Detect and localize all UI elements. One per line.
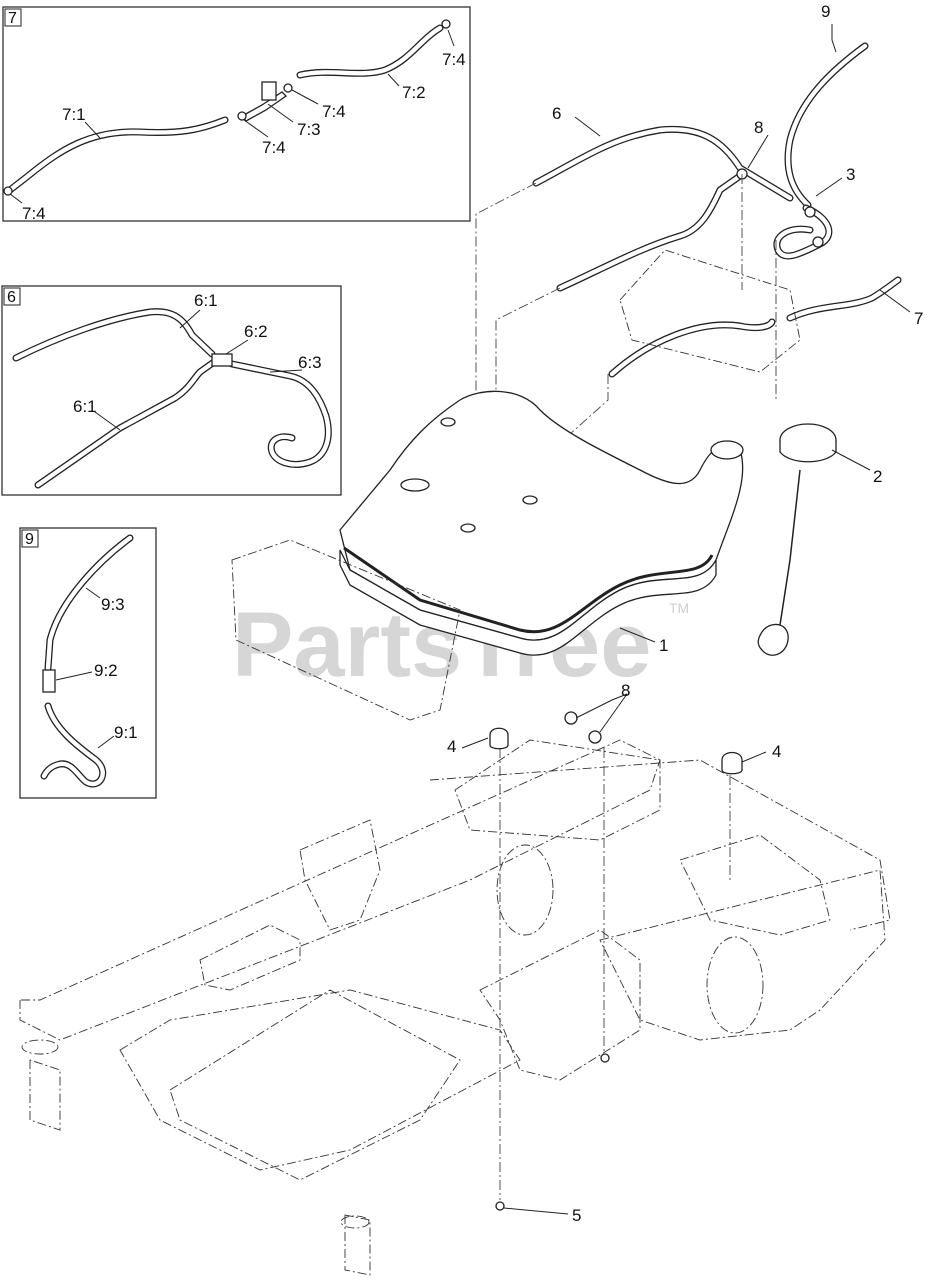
fuel-tank [339, 390, 744, 656]
inset-9-id-box [21, 529, 39, 548]
tank-fitting-icon [460, 523, 476, 533]
label-7-1: 7:1 [62, 105, 86, 124]
chassis-frame-ghost [19, 739, 891, 1276]
inset-6: 6 6:1 6:2 6:3 6:1 [1, 285, 342, 496]
label-6-2: 6:2 [244, 322, 268, 341]
hose-9-assembly [784, 42, 869, 209]
clamp-icon [3, 186, 13, 196]
callout-6: 6 [552, 104, 561, 123]
mounting-bracket-ghost [619, 249, 801, 373]
callout-8-top: 8 [754, 118, 763, 137]
callout-9: 9 [821, 2, 830, 21]
label-7-4-lower: 7:4 [262, 138, 286, 157]
fitting-9-2 [42, 669, 56, 693]
label-9-1: 9:1 [114, 723, 138, 742]
callout-3: 3 [846, 165, 855, 184]
watermark-tm: TM [669, 600, 689, 616]
label-7-4-mid: 7:4 [322, 102, 346, 121]
hose-7-2 [296, 24, 444, 79]
hose-7-assembly [608, 276, 902, 378]
label-6-1-lower: 6:1 [73, 397, 97, 416]
label-6-3: 6:3 [298, 353, 322, 372]
callout-4-right: 4 [772, 742, 781, 761]
clamp-icon [812, 236, 824, 248]
hose-3-assembly [773, 204, 833, 260]
label-7-4-top: 7:4 [442, 50, 466, 69]
inset-9-id: 9 [25, 531, 34, 548]
label-7-4-left: 7:4 [22, 204, 46, 223]
clamp-icon [237, 111, 247, 121]
inset-6-id-box [3, 287, 21, 306]
label-6-1-upper: 6:1 [194, 291, 218, 310]
nut-icon [495, 1201, 505, 1211]
inset-7: 7 7:1 7:2 7:3 7:4 7:4 7:4 7:4 [2, 6, 471, 223]
tee-fitting-6-2 [211, 353, 233, 367]
fuel-shutoff-valve-7-3 [261, 81, 277, 101]
bumper-right [721, 751, 743, 775]
inset-7-frame [2, 6, 471, 222]
inset-7-id: 7 [8, 10, 17, 27]
hose-6-1-lower [34, 358, 218, 489]
clamp-icon [441, 19, 451, 29]
hose-9-1 [40, 702, 107, 788]
label-7-3: 7:3 [297, 120, 321, 139]
hose-clamp-icon [564, 711, 578, 725]
tank-port-icon [400, 478, 430, 492]
tank-fitting-icon [440, 417, 456, 427]
tank-fitting-icon [522, 495, 538, 505]
hose-7-1 [6, 116, 229, 194]
label-7-2: 7:2 [402, 83, 426, 102]
tank-filler-neck-icon [710, 440, 744, 460]
callout-7: 7 [914, 309, 923, 328]
label-9-2: 9:2 [94, 661, 118, 680]
hose-9-3 [44, 534, 134, 672]
nut-icon [600, 1053, 610, 1063]
callout-8-mid: 8 [621, 681, 630, 700]
clamp-icon [283, 83, 293, 93]
callout-5: 5 [572, 1206, 581, 1225]
fuel-cap [757, 423, 837, 656]
inset-6-id: 6 [7, 289, 16, 306]
seat-pan-ghost [231, 539, 461, 721]
inset-7-id-box [4, 8, 22, 27]
hose-6-3 [228, 360, 332, 468]
inset-9: 9 9:3 9:2 9:1 [19, 527, 157, 799]
hose-6-assembly [532, 125, 794, 292]
hose-6-1-upper [12, 308, 216, 362]
hose-clamp-icon [588, 730, 602, 744]
label-9-3: 9:3 [101, 595, 125, 614]
bumper-left [489, 727, 509, 750]
clamp-icon [804, 206, 816, 218]
callout-4-left: 4 [447, 737, 456, 756]
callout-2: 2 [873, 467, 882, 486]
callout-1: 1 [659, 636, 668, 655]
